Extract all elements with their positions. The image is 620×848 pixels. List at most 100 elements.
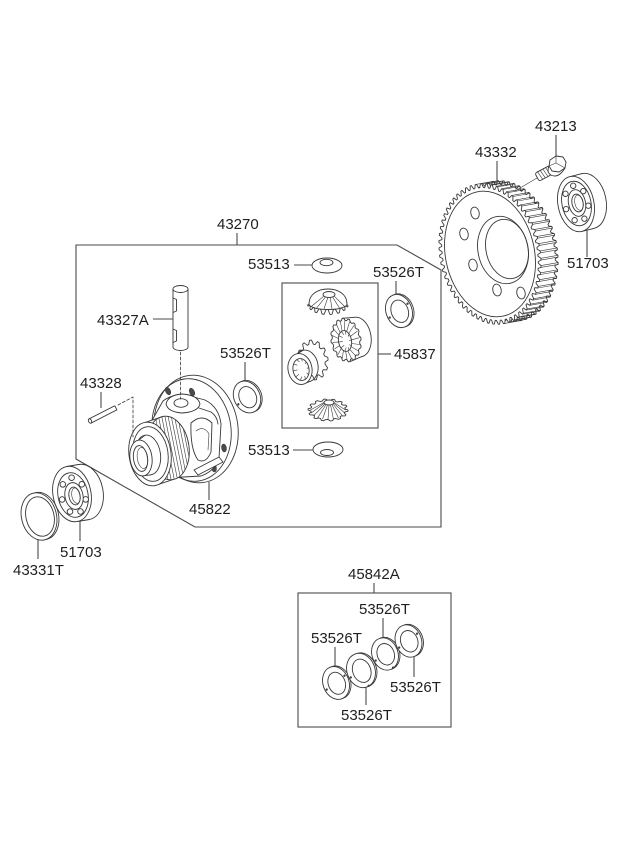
pinion-lower-tooth-lines — [310, 402, 346, 420]
callout-lock-pin[interactable]: 43328 — [80, 375, 122, 392]
callout-kit-washer-2[interactable]: 53526T — [341, 707, 392, 724]
gear-tooth-line — [540, 256, 559, 261]
gear-tooth-line — [531, 219, 550, 223]
ring-gear-face-ring — [444, 190, 536, 318]
bearing-ball — [78, 481, 86, 488]
gear-tooth-line — [349, 344, 352, 347]
callout-thrust-washer-upper[interactable]: 53526T — [373, 264, 424, 281]
gear-tooth-line — [540, 271, 558, 275]
gear-tooth-line — [481, 180, 500, 185]
bolt-thread — [542, 168, 549, 177]
washer-hole — [238, 386, 258, 409]
gear-tooth-line — [526, 305, 545, 310]
lock-pin-body — [87, 405, 118, 424]
spherical-washer-lower-drawing — [312, 441, 344, 458]
pinion-shaft-drawing — [172, 285, 189, 400]
pinion-upper-tooth-lines — [311, 295, 345, 310]
gear-tooth-line — [485, 180, 504, 185]
gear-tooth-line — [514, 316, 532, 321]
washer-face — [394, 624, 423, 658]
bearing-ball — [580, 187, 587, 195]
callout-bearing-left[interactable]: 51703 — [60, 544, 102, 561]
gear-tooth-line — [496, 183, 514, 187]
callout-kit-washer-4[interactable]: 53526T — [390, 679, 441, 696]
washer-face — [385, 293, 413, 329]
bearing-right-bore-depth — [574, 194, 584, 211]
washer-tab-mark — [349, 676, 352, 679]
pinion-lower-apex — [323, 399, 335, 406]
gear-tooth-line — [537, 234, 555, 239]
ring-gear-bolt-hole — [492, 283, 502, 297]
washer-face — [371, 637, 399, 671]
gear-tooth-line — [518, 313, 537, 318]
callout-thrust-washer-side[interactable]: 53526T — [220, 345, 271, 362]
callout-case[interactable]: 45822 — [189, 501, 231, 518]
gear-tooth-line — [512, 193, 531, 197]
gear-tooth-line — [350, 330, 358, 337]
gear-tooth-line — [313, 403, 326, 416]
gear-tooth-line — [539, 247, 558, 252]
gear-tooth-line — [340, 331, 345, 335]
gear-tooth-line — [333, 402, 345, 414]
callout-pinion-shaft[interactable]: 43327A — [97, 312, 149, 329]
bearing-ball — [562, 205, 570, 213]
callout-kit-washer-1[interactable]: 53526T — [311, 630, 362, 647]
callout-gear-set[interactable]: 45837 — [394, 346, 436, 363]
case-arm-edge — [198, 407, 219, 425]
pinion-upper-teeth — [307, 303, 349, 315]
gear-tooth-line — [502, 186, 521, 190]
washer-tab-mark — [406, 302, 409, 305]
gear-tooth-line — [535, 227, 553, 232]
gear-set-drawing — [287, 288, 372, 422]
bearing-ball — [68, 474, 75, 481]
gear-tooth-line — [349, 349, 357, 357]
gear-tooth-line — [535, 290, 553, 295]
ring-gear-bolt-hole — [468, 258, 478, 272]
bearing-left-outer-race-inner-edge — [57, 472, 89, 518]
gear-tooth-line — [486, 180, 505, 185]
washer-tab-mark — [391, 666, 395, 669]
callout-kit-washer-3[interactable]: 53526T — [359, 601, 410, 618]
gear-tooth-line — [332, 296, 340, 309]
differential-case-drawing — [128, 374, 239, 487]
callout-bearing-right[interactable]: 51703 — [567, 255, 609, 272]
washer-tab-mark — [415, 632, 419, 635]
side-gear-right — [330, 316, 372, 363]
gear-tooth-line — [292, 369, 298, 372]
washer-tab-mark — [374, 659, 377, 662]
gear-tooth-line — [342, 350, 344, 359]
ring-gear-bore-inner-edge — [485, 218, 529, 280]
helical-tooth-line — [171, 417, 183, 474]
gear-tooth-line — [304, 375, 306, 380]
washer-hole — [390, 299, 410, 323]
washer-tab-mark — [367, 684, 370, 687]
bearing-ball — [59, 481, 67, 488]
callout-ring-gear[interactable]: 43332 — [475, 144, 517, 161]
callout-washer-kit[interactable]: 45842A — [348, 566, 400, 583]
callout-spherical-washer-lower[interactable]: 53513 — [248, 442, 290, 459]
washer-hole — [399, 630, 419, 653]
gear-tooth-line — [537, 283, 556, 287]
gear-tooth-line — [351, 343, 361, 345]
callout-spherical-washer-upper[interactable]: 53513 — [248, 256, 290, 273]
gear-tooth-line — [347, 333, 350, 337]
callout-bolt[interactable]: 43213 — [535, 118, 577, 135]
gear-tooth-line — [517, 314, 536, 318]
pinion-shaft-flat — [172, 328, 177, 343]
callout-shim[interactable]: 43331T — [13, 562, 64, 579]
gear-tooth-line — [540, 249, 558, 254]
gear-tooth-line — [347, 350, 353, 360]
spherical-washer-hole — [319, 258, 334, 267]
case-cross-shaft-end — [193, 456, 224, 476]
gear-tooth-line — [295, 373, 300, 378]
side-gear-right-splines — [338, 330, 352, 352]
side-gear-left-top-edge — [296, 349, 304, 355]
gear-tooth-line — [538, 242, 557, 246]
ring-gear-bolt-hole — [470, 206, 480, 220]
gear-tooth-line — [524, 207, 543, 211]
kit-washer-2-drawing — [346, 652, 378, 689]
gear-tooth-line — [520, 201, 539, 206]
callout-differential-assembly[interactable]: 43270 — [217, 216, 259, 233]
helical-tooth-line — [178, 422, 188, 465]
gear-tooth-line — [296, 359, 300, 363]
